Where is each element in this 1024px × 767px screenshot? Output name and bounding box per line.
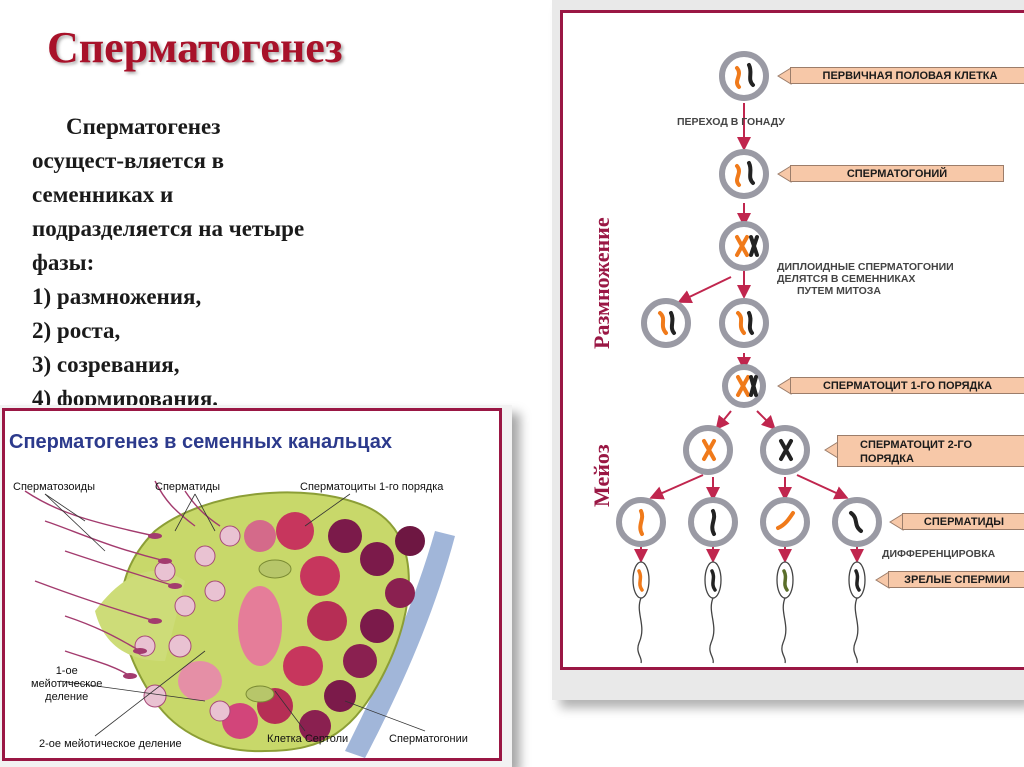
note-diploid-line: ПУТЕМ МИТОЗА bbox=[777, 285, 954, 297]
text-line: осущест-вляется в bbox=[32, 144, 392, 178]
label-sertoli: Клетка Сертоли bbox=[267, 733, 348, 746]
label-meiosis2: 2-ое мейотическое деление bbox=[39, 738, 182, 751]
label-meiosis1-line: 1-ое bbox=[31, 665, 102, 678]
text-line: 1) размножения, bbox=[32, 280, 392, 314]
body-text: Сперматогенез осущест-вляется в семенник… bbox=[32, 110, 392, 416]
label-meiosis1-line: деление bbox=[31, 691, 102, 704]
text-line: фазы: bbox=[32, 246, 392, 280]
tag-spermatids: СПЕРМАТИДЫ bbox=[902, 513, 1024, 530]
tubule-frame: Сперматогенез в семенных канальцах bbox=[2, 408, 502, 761]
tag-spermatocyte-1: СПЕРМАТОЦИТ 1-ГО ПОРЯДКА bbox=[790, 377, 1024, 394]
slide-title: Сперматогенез bbox=[47, 22, 343, 73]
tag-spermatocyte-2-line: СПЕРМАТОЦИТ 2-ГО bbox=[860, 438, 1024, 452]
tag-spermatogonium: СПЕРМАТОГОНИЙ bbox=[790, 165, 1004, 182]
text-line: 2) роста, bbox=[32, 314, 392, 348]
note-diploid-line: ДЕЛЯТСЯ В СЕМЕННИКАХ bbox=[777, 273, 954, 285]
tag-spermatocyte-2: СПЕРМАТОЦИТ 2-ГО ПОРЯДКА bbox=[837, 435, 1024, 467]
diagram-frame: Размножение Мейоз bbox=[560, 10, 1024, 670]
cell-diagram bbox=[563, 13, 1024, 667]
tag-spermatocyte-2-line: ПОРЯДКА bbox=[860, 452, 1024, 466]
label-spermatozoa: Сперматозоиды bbox=[13, 481, 95, 494]
tubule-drawing bbox=[5, 411, 499, 758]
text-line: семенниках и bbox=[32, 178, 392, 212]
label-meiosis1: 1-ое мейотическое деление bbox=[31, 665, 102, 704]
tag-mature-sperm: ЗРЕЛЫЕ СПЕРМИИ bbox=[888, 571, 1024, 588]
label-spermatogonia: Сперматогонии bbox=[389, 733, 468, 746]
label-spermatocytes: Сперматоциты 1-го порядка bbox=[300, 481, 443, 494]
tubule-illustration: Сперматогенез в семенных канальцах bbox=[0, 405, 512, 767]
note-transition: ПЕРЕХОД В ГОНАДУ bbox=[677, 116, 785, 128]
label-meiosis1-line: мейотическое bbox=[31, 678, 102, 691]
text-line: Сперматогенез bbox=[32, 110, 392, 144]
label-spermatids: Сперматиды bbox=[155, 481, 220, 494]
spermatogenesis-diagram: Размножение Мейоз bbox=[552, 0, 1024, 700]
note-diploid-line: ДИПЛОИДНЫЕ СПЕРМАТОГОНИИ bbox=[777, 261, 954, 273]
text-line: подразделяется на четыре bbox=[32, 212, 392, 246]
text-line: 3) созревания, bbox=[32, 348, 392, 382]
note-diploid: ДИПЛОИДНЫЕ СПЕРМАТОГОНИИ ДЕЛЯТСЯ В СЕМЕН… bbox=[777, 261, 954, 297]
note-differentiation: ДИФФЕРЕНЦИРОВКА bbox=[882, 548, 995, 560]
tag-primary-germ-cell: ПЕРВИЧНАЯ ПОЛОВАЯ КЛЕТКА bbox=[790, 67, 1024, 84]
